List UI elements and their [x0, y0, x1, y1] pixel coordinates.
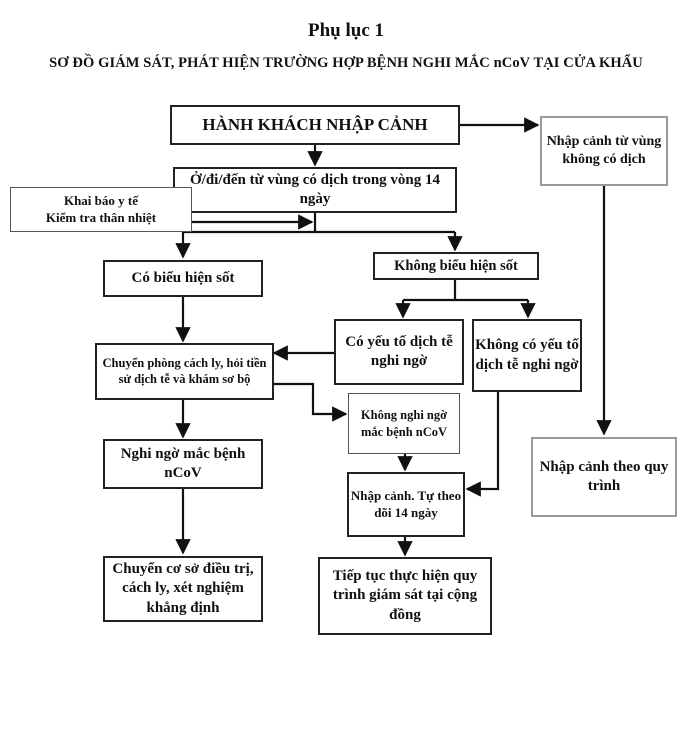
node-chuyen-co-so: Chuyển cơ sở điều trị, cách ly, xét nghi… [103, 556, 263, 622]
node-khong-co-yeu-to: Không có yếu tố dịch tễ nghi ngờ [472, 319, 582, 392]
arrow-to-khong-nghi-ngo [274, 382, 348, 422]
node-khong-bieu-hien-sot: Không biểu hiện sốt [373, 252, 539, 280]
diagram-subtitle: SƠ ĐỒ GIÁM SÁT, PHÁT HIỆN TRƯỜNG HỢP BỆN… [49, 55, 643, 71]
arrow-khong-yeu-to-to-theo-doi [465, 392, 500, 497]
node-chuyen-phong: Chuyển phòng cách ly, hỏi tiền sử dịch t… [95, 343, 274, 400]
node-khai-bao: Khai báo y tế Kiểm tra thân nhiệt [10, 187, 192, 232]
node-nhap-canh-theo-doi: Nhập cảnh. Tự theo dõi 14 ngày [347, 472, 465, 537]
node-nghi-ngo: Nghi ngờ mắc bệnh nCoV [103, 439, 263, 489]
node-tiep-tuc: Tiếp tục thực hiện quy trình giám sát tạ… [318, 557, 492, 635]
node-o-di-den: Ở/đi/đến từ vùng có dịch trong vòng 14 n… [173, 167, 457, 213]
node-co-yeu-to: Có yếu tố dịch tễ nghi ngờ [334, 319, 464, 385]
node-hanh-khach: HÀNH KHÁCH NHẬP CẢNH [170, 105, 460, 145]
page-title: Phụ lục 1 [307, 20, 385, 41]
node-khong-nghi-ngo: Không nghi ngờ mắc bệnh nCoV [348, 393, 460, 454]
node-nhap-canh-quy-trinh: Nhập cảnh theo quy trình [531, 437, 677, 517]
node-vung-khong-dich: Nhập cảnh từ vùng không có dịch [540, 116, 668, 186]
node-co-bieu-hien-sot: Có biểu hiện sốt [103, 260, 263, 297]
